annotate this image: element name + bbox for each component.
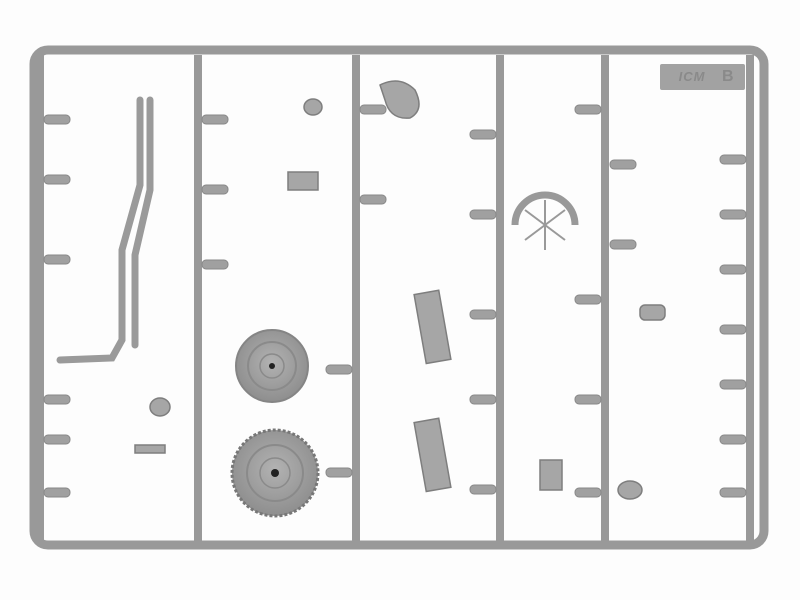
sprue-frame [29, 45, 769, 550]
sprue-letter: B [722, 68, 734, 85]
small-parts [134, 80, 666, 500]
wheel-lower [230, 428, 320, 518]
exhaust-pipe [56, 96, 154, 364]
vertical-runners [36, 50, 754, 545]
manufacturer-logo: ICM [678, 69, 706, 84]
part-gates [43, 104, 747, 498]
fan-part [511, 191, 579, 250]
wheel-upper [235, 329, 309, 403]
sprue-tag [660, 64, 745, 90]
